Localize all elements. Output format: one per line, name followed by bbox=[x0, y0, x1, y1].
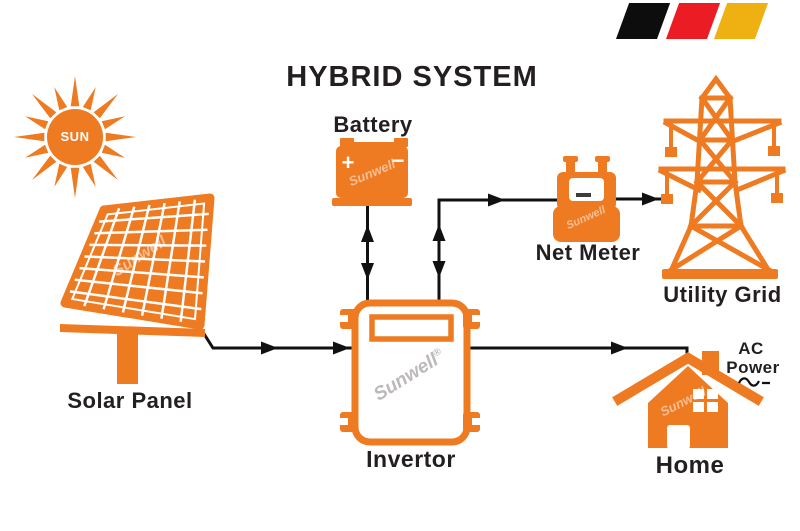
invertor-icon bbox=[340, 299, 480, 446]
home-icon bbox=[612, 351, 764, 449]
invertor-label: Invertor bbox=[366, 446, 456, 472]
arrow-netmeter-to-grid bbox=[610, 192, 661, 206]
utility-grid-label: Utility Grid bbox=[663, 282, 782, 307]
arrow-invertor-netmeter-two-way bbox=[432, 193, 558, 305]
arrow-battery-invertor-two-way bbox=[361, 203, 374, 305]
battery-icon bbox=[332, 138, 412, 206]
net-meter-icon bbox=[553, 156, 620, 242]
home-label: Home bbox=[655, 452, 725, 479]
ac-power-label-line1: AC bbox=[738, 339, 764, 358]
utility-grid-icon bbox=[657, 74, 787, 279]
battery-plus-terminal: + bbox=[341, 150, 355, 175]
sun-label: SUN bbox=[60, 129, 90, 144]
sun-icon bbox=[14, 76, 136, 198]
page-title: HYBRID SYSTEM bbox=[286, 61, 538, 93]
solar-panel-icon bbox=[60, 193, 215, 384]
arrow-solar-to-invertor bbox=[197, 325, 356, 355]
arrow-invertor-to-home bbox=[465, 341, 689, 360]
ac-power-label-line2: Power bbox=[726, 358, 780, 377]
net-meter-label: Net Meter bbox=[535, 240, 641, 265]
battery-label: Battery bbox=[333, 112, 413, 137]
ac-wave-icon bbox=[738, 377, 770, 387]
solar-panel-label: Solar Panel bbox=[67, 388, 193, 413]
battery-minus-terminal: − bbox=[391, 148, 405, 173]
